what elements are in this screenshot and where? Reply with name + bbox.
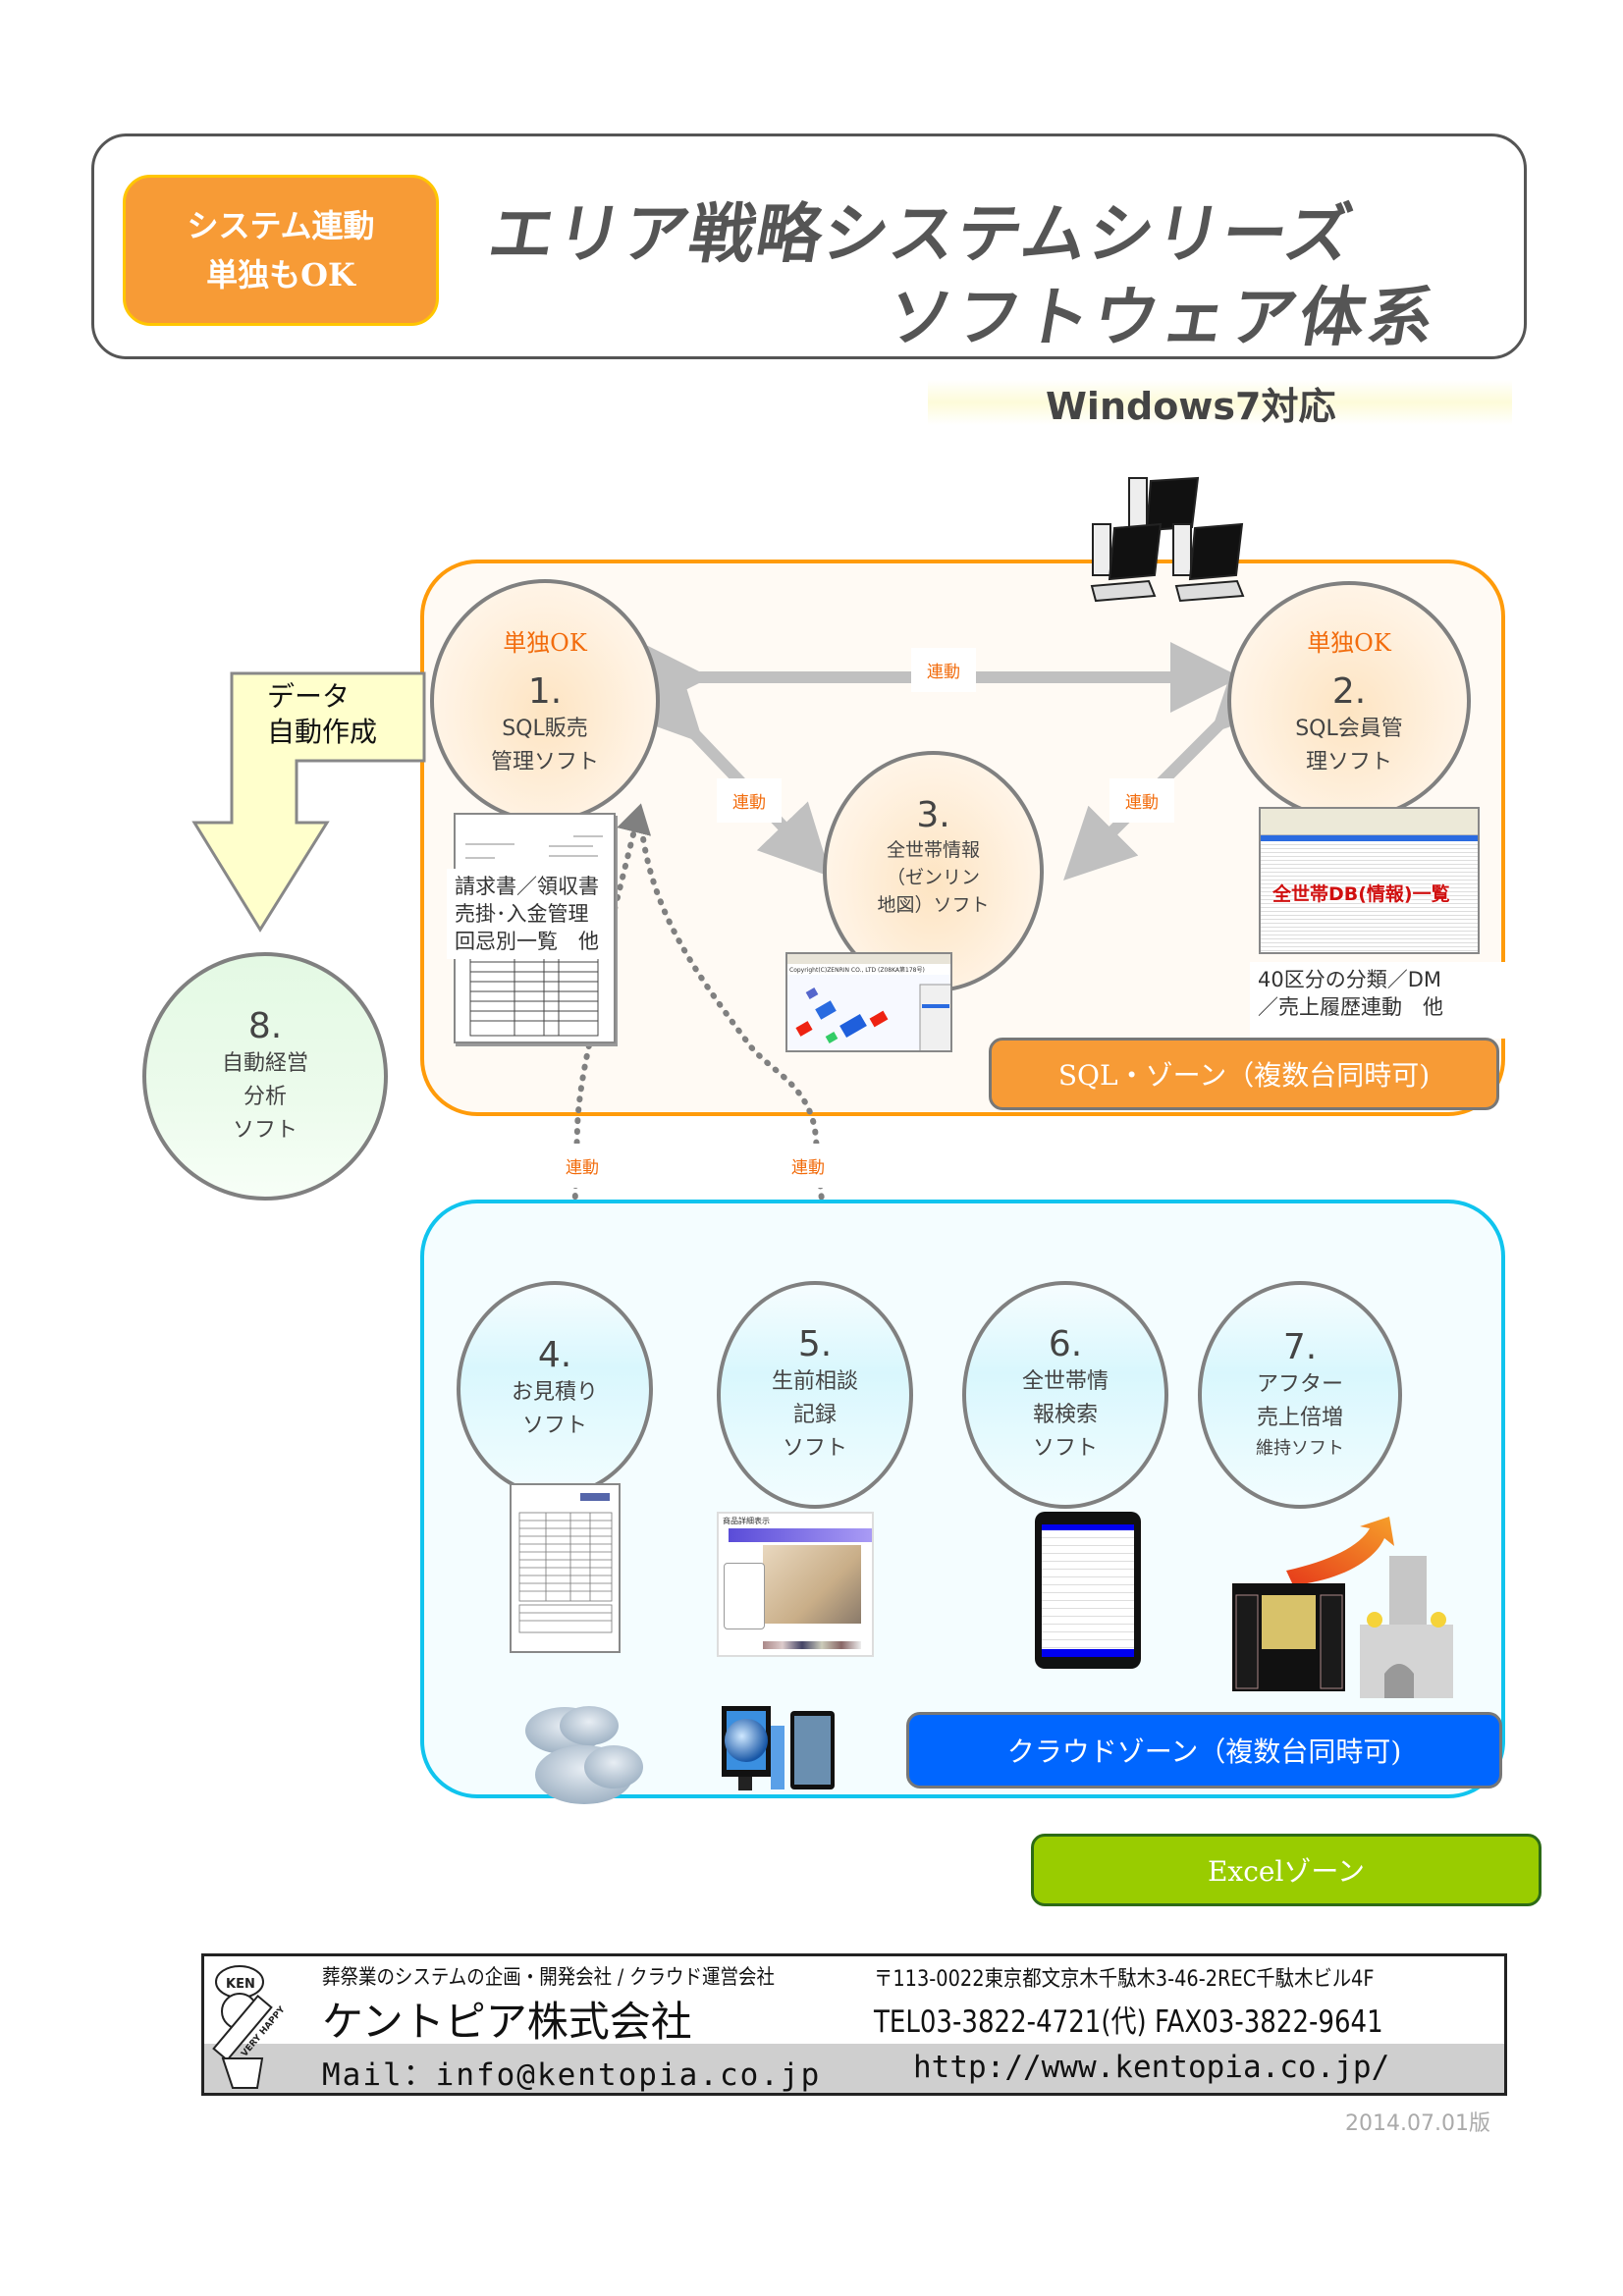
node-label-line2: 報検索 bbox=[1032, 1403, 1098, 1427]
dotted-link-5-1 bbox=[637, 812, 833, 1286]
caption-line: 請求書／領収書 bbox=[455, 875, 599, 898]
node-2-sql-member[interactable]: 単独OK 2. SQL会員管 理ソフト bbox=[1227, 581, 1471, 821]
node-number: 5. bbox=[797, 1324, 833, 1364]
node-label-line1: SQL販売 bbox=[502, 716, 588, 741]
node-label-line1: 生前相談 bbox=[771, 1369, 858, 1394]
standalone-ok-label: 単独OK bbox=[1307, 628, 1391, 657]
node-number: 2. bbox=[1331, 670, 1367, 712]
windows-highlight bbox=[928, 380, 1512, 425]
member-features-caption: 40区分の分類／DM ／売上履歴連動 他 bbox=[1250, 962, 1511, 1039]
server-computers-icon bbox=[1090, 476, 1245, 603]
node-5-pre-consultation[interactable]: 5. 生前相談 記録 ソフト bbox=[717, 1281, 913, 1509]
data-arrow-line1: データ bbox=[267, 680, 351, 713]
node-label-line1: SQL会員管 bbox=[1295, 716, 1403, 741]
node-number: 8. bbox=[247, 1005, 283, 1046]
node-label-line3: ソフト bbox=[782, 1436, 847, 1461]
node-label-line1: お見積り bbox=[511, 1380, 598, 1405]
product-detail-thumbnail: 商品詳細表示 bbox=[717, 1512, 874, 1657]
standalone-ok-label: 単独OK bbox=[503, 628, 587, 657]
mascot-cap-text: KEN bbox=[226, 1977, 255, 1992]
link-label-1-3: 連動 bbox=[717, 778, 782, 823]
tablet-search-thumbnail bbox=[1035, 1512, 1141, 1669]
node-number: 4. bbox=[537, 1335, 572, 1375]
company-phone-fax: TEL03-3822-4721(代) FAX03-3822-9641 bbox=[874, 2004, 1383, 2040]
db-overlay-text: 全世帯DB(情報)一覧 bbox=[1272, 883, 1450, 905]
link-label-1-2: 連動 bbox=[911, 648, 976, 692]
data-arrow-line2: 自動作成 bbox=[267, 716, 378, 748]
caption-line: ／売上履歴連動 他 bbox=[1258, 995, 1443, 1019]
node-1-sql-sales[interactable]: 単独OK 1. SQL販売 管理ソフト bbox=[430, 579, 660, 823]
version-date: 2014.07.01版 bbox=[1345, 2111, 1490, 2136]
node-label-line1: 全世帯情報 bbox=[886, 839, 980, 861]
link-label-5-1: 連動 bbox=[776, 1144, 840, 1188]
excel-zone-button[interactable]: Excelゾーン bbox=[1031, 1834, 1542, 1906]
system-link-badge: システム連動 単独もOK bbox=[123, 175, 439, 326]
badge-line2: 単独もOK bbox=[206, 256, 355, 294]
badge-line1: システム連動 bbox=[187, 207, 375, 244]
caption-line: 回忌別一覧 他 bbox=[455, 930, 599, 953]
zenrin-map-thumbnail: Copyright(C)ZENRIN CO., LTD (Z08KA第178号) bbox=[785, 952, 952, 1052]
cloud-devices-icon bbox=[525, 1706, 835, 1804]
butsudan-grave-illustration bbox=[1232, 1517, 1453, 1698]
node-4-estimate[interactable]: 4. お見積り ソフト bbox=[457, 1281, 653, 1497]
company-tagline: 葬祭業のシステムの企画・開発会社 / クラウド運営会社 bbox=[322, 1965, 775, 1989]
node-label-line2: 記録 bbox=[792, 1403, 837, 1427]
node-label-line2: 分析 bbox=[243, 1084, 287, 1109]
node-label-line2: ソフト bbox=[521, 1414, 587, 1438]
caption-line: 売掛･入金管理 bbox=[455, 902, 589, 926]
node-label-line3: 地図）ソフト bbox=[877, 894, 990, 916]
node-label-line1: 全世帯情 bbox=[1021, 1369, 1109, 1394]
node-label-line1: 自動経営 bbox=[221, 1050, 308, 1076]
estimate-sheet-thumbnail bbox=[510, 1483, 621, 1653]
data-arrow-label: データ 自動作成 bbox=[267, 679, 377, 750]
link-label-2-3: 連動 bbox=[1109, 778, 1174, 823]
node-number: 3. bbox=[916, 795, 950, 835]
sales-features-caption: 請求書／領収書 売掛･入金管理 回忌別一覧 他 bbox=[447, 869, 607, 959]
node-6-household-search[interactable]: 6. 全世帯情 報検索 ソフト bbox=[962, 1281, 1168, 1509]
node-label-line3: 維持ソフト bbox=[1256, 1438, 1344, 1459]
company-name: ケントピア株式会社 bbox=[322, 1998, 692, 2046]
product-screen-title: 商品詳細表示 bbox=[723, 1517, 770, 1525]
node-label-line2: 管理ソフト bbox=[490, 749, 599, 774]
footer-contact-band bbox=[204, 2044, 1504, 2093]
node-label-line2: 売上倍増 bbox=[1256, 1406, 1343, 1430]
company-website-link[interactable]: http://www.kentopia.co.jp/ bbox=[913, 2050, 1390, 2085]
cloud-zone-button[interactable]: クラウドゾーン（複数台同時可) bbox=[906, 1712, 1502, 1789]
windows7-label: Windows7対応 bbox=[1046, 385, 1336, 428]
node-label-line3: ソフト bbox=[1032, 1436, 1098, 1461]
node-number: 7. bbox=[1282, 1327, 1318, 1367]
company-email-link[interactable]: Mail：info@kentopia.co.jp bbox=[322, 2057, 822, 2093]
node-label-line1: アフター bbox=[1256, 1372, 1343, 1397]
node-number: 6. bbox=[1048, 1324, 1083, 1364]
sql-zone-button[interactable]: SQL・ゾーン（複数台同時可) bbox=[989, 1038, 1499, 1110]
mascot-logo: KEN VERY HAPPY bbox=[212, 1965, 287, 2089]
data-auto-create-arrow bbox=[191, 671, 426, 933]
node-label-line3: ソフト bbox=[232, 1117, 298, 1143]
link-label-4-1: 連動 bbox=[550, 1144, 615, 1188]
node-7-after-sales[interactable]: 7. アフター 売上倍増 維持ソフト bbox=[1198, 1281, 1402, 1509]
node-number: 1. bbox=[527, 670, 563, 712]
node-label-line2: 理ソフト bbox=[1305, 749, 1392, 774]
company-address: 〒113-0022東京都文京木千駄木3-46-2REC千駄木ビル4F bbox=[874, 1967, 1375, 1992]
node-8-auto-analysis[interactable]: 8. 自動経営 分析 ソフト bbox=[142, 952, 388, 1201]
household-db-thumbnail: 全世帯DB(情報)一覧 bbox=[1259, 807, 1480, 954]
map-copyright: Copyright(C)ZENRIN CO., LTD (Z08KA第178号) bbox=[789, 967, 925, 974]
caption-line: 40区分の分類／DM bbox=[1258, 968, 1442, 991]
node-label-line2: （ゼンリン bbox=[886, 867, 980, 888]
